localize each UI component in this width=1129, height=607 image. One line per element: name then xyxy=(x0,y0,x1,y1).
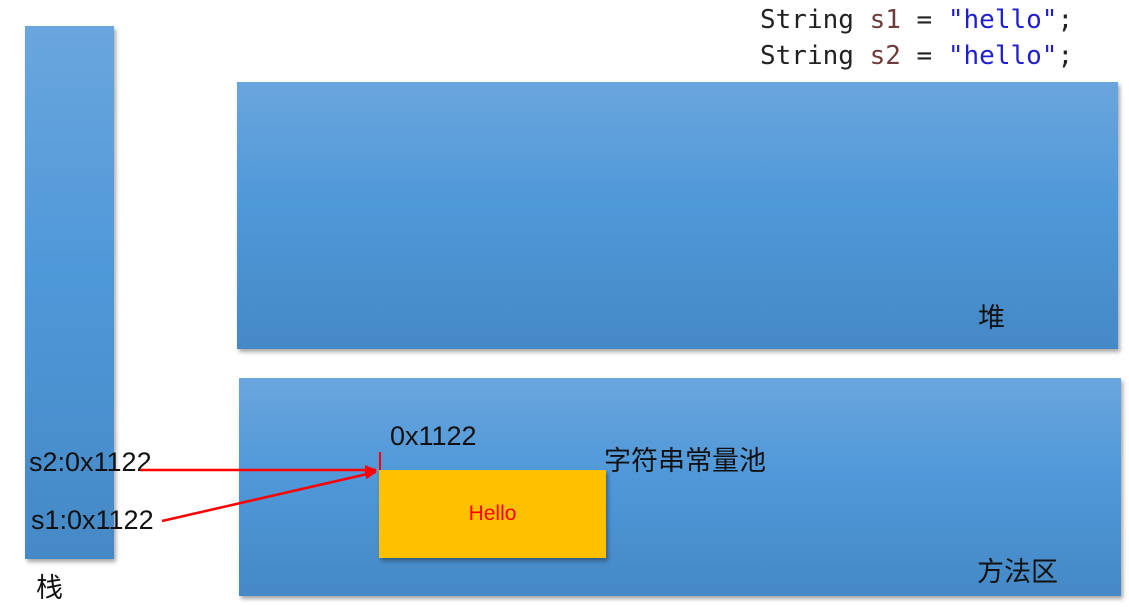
code-variable: s2 xyxy=(869,41,901,71)
code-operator: = xyxy=(916,41,933,71)
pool-entry-value: Hello xyxy=(468,502,517,525)
stack-entry-s1: s1:0x1122 xyxy=(31,505,154,535)
heap-region xyxy=(237,82,1118,349)
stack-label: 栈 xyxy=(36,573,63,604)
constant-pool-label: 字符串常量池 xyxy=(604,446,766,477)
code-semicolon: ; xyxy=(1057,5,1074,35)
code-variable: s1 xyxy=(869,5,901,35)
code-line-2: String s2 = "hello"; xyxy=(760,38,1073,74)
stack-entry-s2: s2:0x1122 xyxy=(29,447,152,477)
stack-region xyxy=(25,26,114,559)
code-string-literal: "hello" xyxy=(947,5,1058,35)
code-operator: = xyxy=(916,5,933,35)
s1-reference-arrow xyxy=(161,469,377,523)
code-semicolon: ; xyxy=(1057,41,1074,71)
method-area-label: 方法区 xyxy=(977,557,1058,588)
code-type: String xyxy=(760,41,854,71)
code-type: String xyxy=(760,5,854,35)
code-string-literal: "hello" xyxy=(947,41,1058,71)
code-line-1: String s1 = "hello"; xyxy=(760,2,1073,38)
pool-address-label: 0x1122 xyxy=(390,421,477,451)
heap-label: 堆 xyxy=(978,303,1005,334)
constant-pool-entry: Hello xyxy=(379,470,606,558)
